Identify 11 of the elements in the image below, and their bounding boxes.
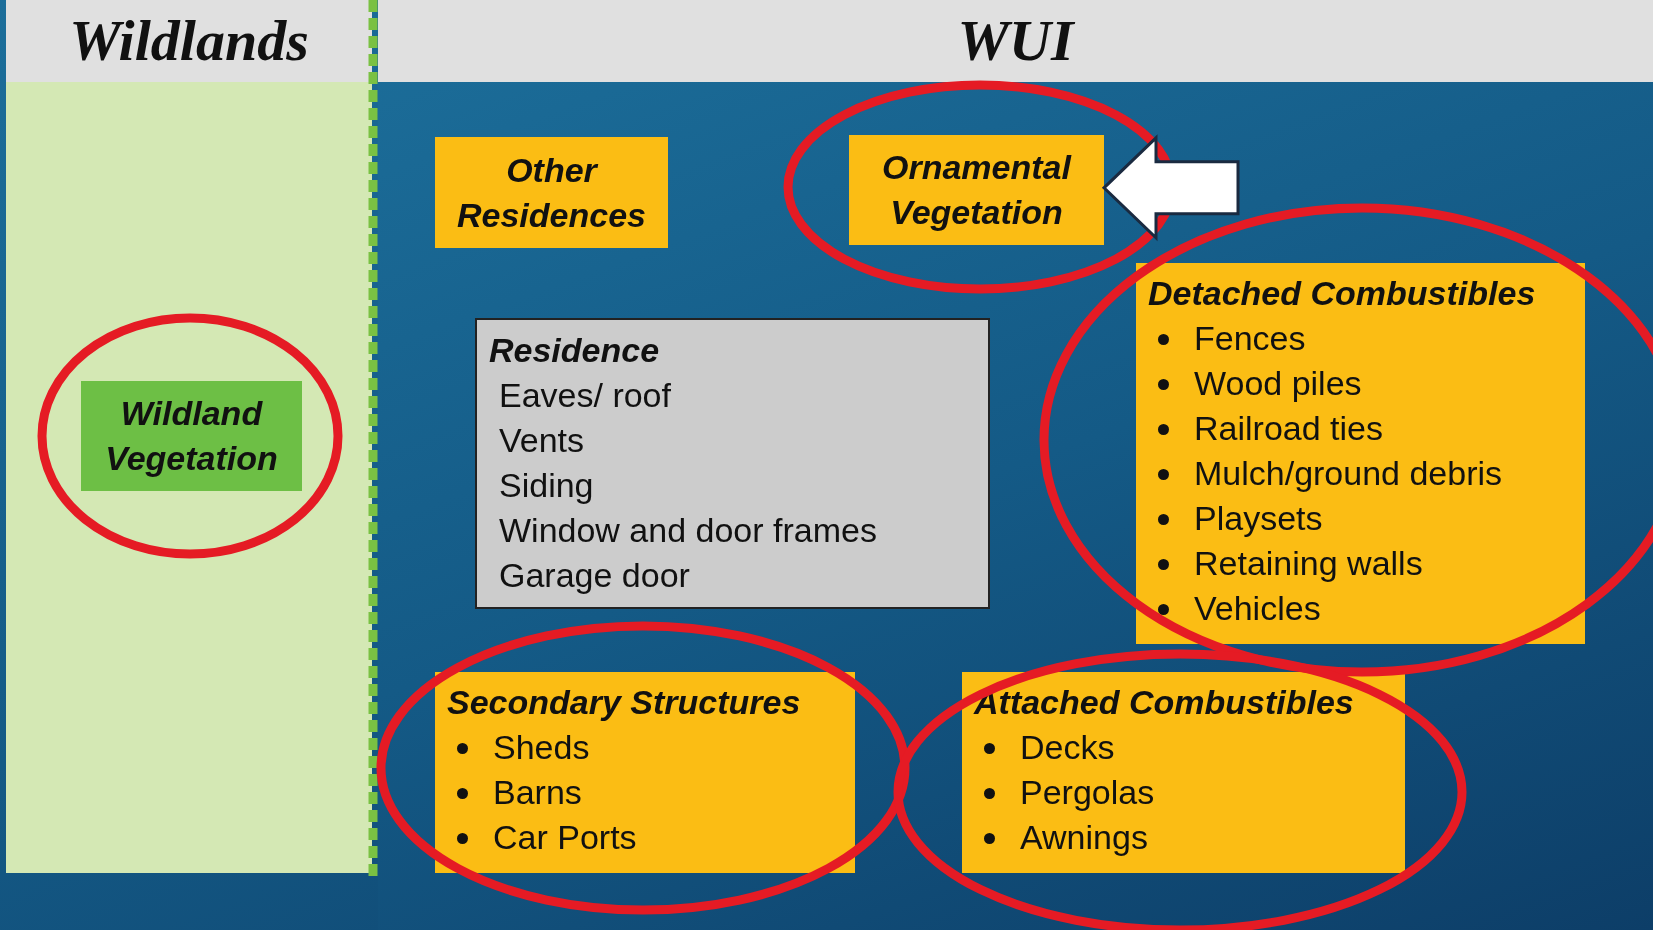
- combustibles-box: Attached Combustibles Decks Pergolas Awnings: [962, 672, 1405, 873]
- residence-box: Residence Eaves/ roof Vents Siding Window and door frames Garage door: [475, 318, 990, 609]
- vegetation-box: Wildland Vegetation: [81, 381, 302, 491]
- vegetation-box: Ornamental Vegetation: [849, 135, 1104, 245]
- combustibles-box: Detached Combustibles Fences Wood piles Railroad ties Mulch/ground debris Playsets Retaining walls Vehicles: [1136, 263, 1585, 644]
- zone-title: Wildlands: [6, 0, 372, 82]
- block-arrow: [1101, 134, 1240, 242]
- zone-title: WUI: [378, 0, 1653, 82]
- structures-box: Secondary Structures Sheds Barns Car Ports: [435, 672, 855, 873]
- zone-panel: [6, 0, 372, 873]
- residence-box: Other Residences: [435, 137, 668, 248]
